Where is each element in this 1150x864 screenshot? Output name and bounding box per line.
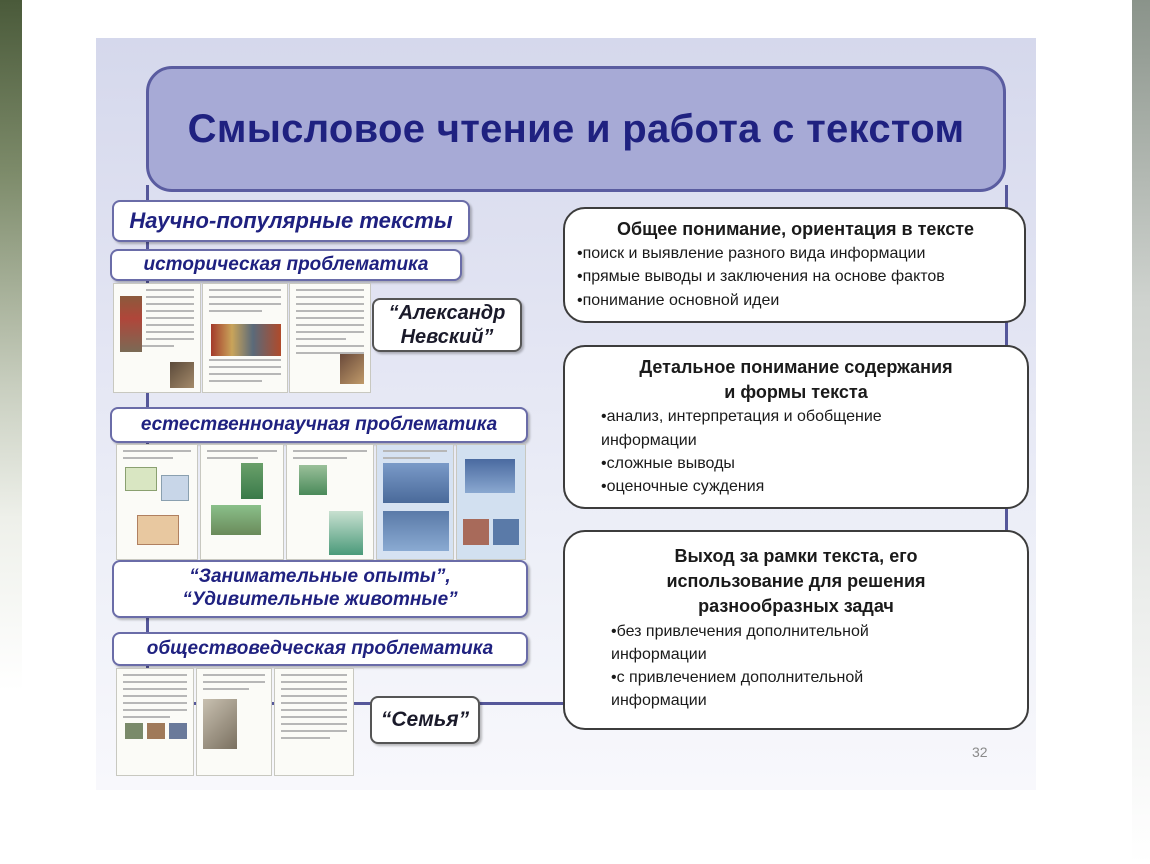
document-thumbnail (286, 444, 374, 560)
category-natural-science-label: естественнонаучная проблематика (110, 407, 528, 443)
battle-illustration (211, 324, 281, 356)
card-item: •оценочные суждения (601, 477, 765, 495)
portrait-illustration (340, 354, 364, 384)
historical-example-label: “Александр Невский” (372, 298, 522, 352)
photo-illustration (169, 723, 187, 739)
page-number: 32 (972, 744, 988, 760)
knight-illustration (120, 296, 142, 352)
experiment-illustration (137, 515, 179, 545)
document-thumbnail (116, 444, 198, 560)
category-main-label: Научно-популярные тексты (112, 200, 470, 242)
card-beyond-text: Выход за рамки текста, его использование… (563, 530, 1029, 730)
card-item: •анализ, интерпретация и обобщение (601, 408, 882, 426)
plant-illustration (241, 463, 263, 499)
animal-illustration (463, 519, 489, 545)
animal-illustration (465, 459, 515, 493)
experiment-illustration (161, 475, 189, 501)
experiment-illustration (125, 467, 157, 491)
category-historical-label: историческая проблематика (110, 249, 462, 281)
card-item: •понимание основной идеи (577, 291, 780, 309)
document-thumbnail (456, 444, 526, 560)
card-item: информации (601, 431, 697, 449)
social-example-label: “Семья” (370, 696, 480, 744)
historical-example-line1: “Александр (388, 302, 506, 324)
card-heading: Выход за рамки текста, его (674, 546, 918, 566)
document-thumbnail (274, 668, 354, 776)
card-item: •поиск и выявление разного вида информац… (577, 245, 926, 263)
card-detailed-understanding: Детальное понимание содержания и формы т… (563, 345, 1029, 509)
document-thumbnail (116, 668, 194, 776)
natural-science-example-label: “Занимательные опыты”, “Удивительные жив… (112, 560, 528, 618)
animal-illustration (493, 519, 519, 545)
card-item: •без привлечения дополнительной (611, 622, 869, 640)
card-item: •прямые выводы и заключения на основе фа… (577, 268, 945, 286)
portrait-illustration (170, 362, 194, 388)
category-social-label: обществоведческая проблематика (112, 632, 528, 666)
card-heading: разнообразных задач (698, 596, 894, 617)
plant-illustration (299, 465, 327, 495)
card-item: информации (611, 645, 707, 663)
card-item: •сложные выводы (601, 454, 735, 472)
card-heading: использование для решения (666, 571, 926, 592)
historical-example-line2: Невский” (400, 326, 494, 348)
title-box: Смысловое чтение и работа с текстом (146, 66, 1006, 192)
document-thumbnail (202, 283, 288, 393)
document-thumbnail (196, 668, 272, 776)
background-right-strip (1132, 0, 1150, 864)
photo-illustration (125, 723, 143, 739)
sketch-illustration (203, 699, 237, 749)
plant-illustration (211, 505, 261, 535)
document-thumbnail (376, 444, 454, 560)
animal-illustration (383, 511, 449, 551)
card-item: информации (611, 692, 707, 710)
photo-illustration (147, 723, 165, 739)
card-item: •с привлечением дополнительной (611, 668, 864, 686)
card-heading: Общее понимание, ориентация в тексте (616, 219, 975, 239)
flask-illustration (329, 511, 363, 555)
document-thumbnail (200, 444, 284, 560)
slide-title: Смысловое чтение и работа с текстом (187, 106, 965, 151)
background-left-strip (0, 0, 22, 864)
card-heading: Детальное понимание содержания (639, 357, 953, 377)
document-thumbnail (289, 283, 371, 393)
card-general-understanding: Общее понимание, ориентация в тексте •по… (563, 207, 1026, 323)
document-thumbnail (113, 283, 201, 393)
animal-illustration (383, 463, 449, 503)
card-heading: и формы текста (724, 382, 868, 403)
natural-example-line2: “Удивительные животные” (182, 589, 458, 610)
natural-example-line1: “Занимательные опыты”, (189, 566, 451, 588)
